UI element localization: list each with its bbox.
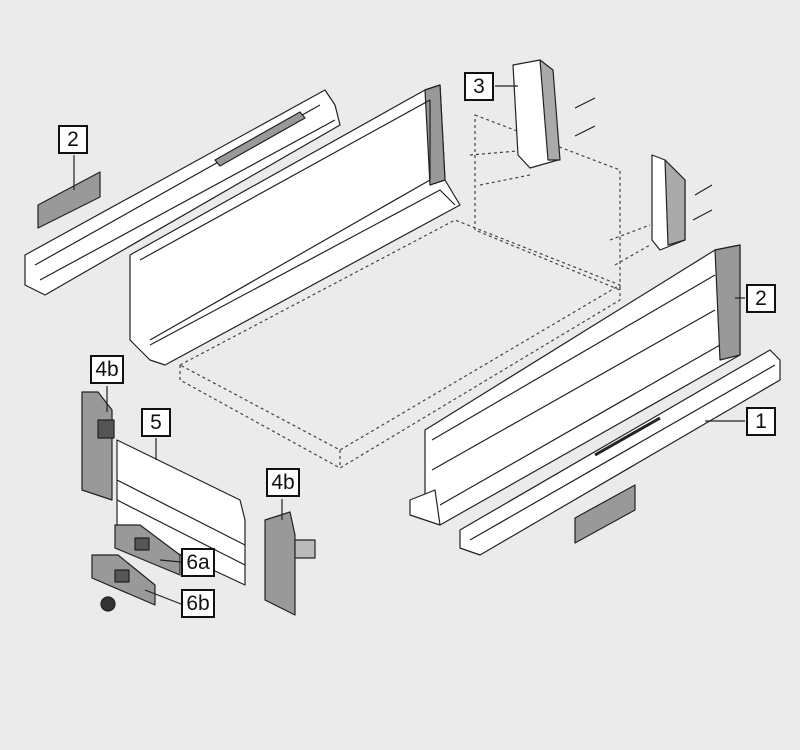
callout-clip-b: 6b [181, 589, 215, 618]
drawer-outline [179, 114, 651, 469]
right-runner [459, 349, 781, 556]
side-plate-right [574, 484, 636, 544]
callout-side-plate-left: 2 [58, 125, 88, 154]
right-rear-bracket [651, 154, 686, 251]
callout-front-fixing-left: 4b [90, 355, 124, 384]
callout-side-panel-right: 2 [746, 284, 776, 313]
screws [574, 97, 713, 221]
rear-bracket [512, 59, 561, 169]
clip-6a [114, 524, 181, 576]
side-plate-left [37, 171, 101, 229]
left-side-panel [129, 84, 461, 366]
screw-cap [100, 596, 116, 612]
callout-runner: 1 [746, 407, 776, 436]
callout-rear-bracket: 3 [464, 72, 494, 101]
callout-front-panel: 5 [141, 408, 171, 437]
right-side-panel [409, 244, 741, 526]
left-runner [24, 89, 341, 296]
callout-front-fixing-mid: 4b [266, 468, 300, 497]
front-fixing-left [81, 391, 115, 501]
callout-clip-a: 6a [181, 548, 215, 577]
clip-6b [91, 554, 156, 606]
front-fixing-mid [264, 511, 316, 616]
